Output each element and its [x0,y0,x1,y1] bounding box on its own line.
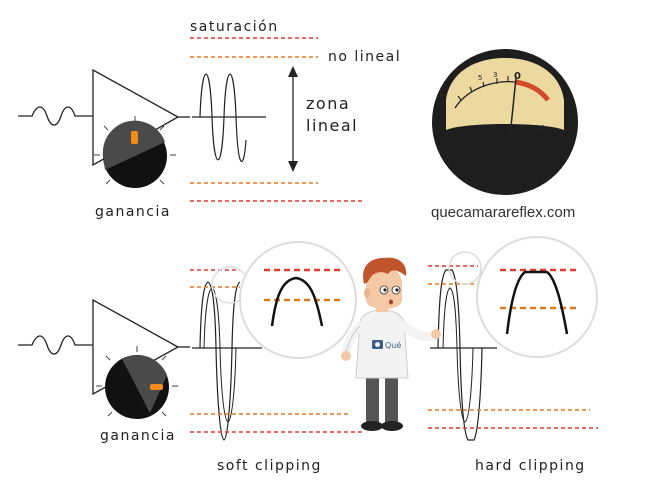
linear-zone-label-line1: zona [306,94,350,113]
vu-unit-label: VU [529,123,545,136]
bottom-input-signal [18,335,95,355]
vu-needle [509,77,517,137]
hard-clipping-waveform [430,269,497,441]
hard-clipping-label: hard clipping [475,458,586,474]
hard-clipping-zoom [448,236,598,358]
bottom-knob-indicator [150,384,163,390]
top-knob-indicator [131,131,138,144]
vu-scale-5: 5 [478,74,482,82]
mascot-character: Qué [341,257,441,431]
top-nonlinear-label: no lineal [328,49,401,65]
mascot-shirt-logo: Qué [385,340,401,350]
top-linear-waveform [192,73,266,162]
soft-clipping-waveform [192,281,262,441]
vu-scale-3: 3 [493,71,497,79]
top-gain-knob[interactable] [94,116,176,188]
bottom-gain-label: ganancia [100,428,176,444]
soft-clipping-zoom [211,241,357,359]
vu-scale-0: 0 [514,71,521,82]
linear-zone-arrow [288,66,298,172]
bottom-gain-knob[interactable] [96,346,178,419]
linear-zone-label-line2: lineal [306,116,358,135]
top-amplifier-group [18,68,190,188]
vu-meter: 5 3 0 VU [432,49,578,195]
website-label: quecamarareflex.com [431,204,575,221]
bottom-amplifier-group [18,298,190,419]
top-gain-label: ganancia [95,204,171,220]
top-saturation-label: saturación [190,19,279,35]
top-input-signal [18,106,95,126]
soft-clipping-label: soft clipping [217,458,322,474]
